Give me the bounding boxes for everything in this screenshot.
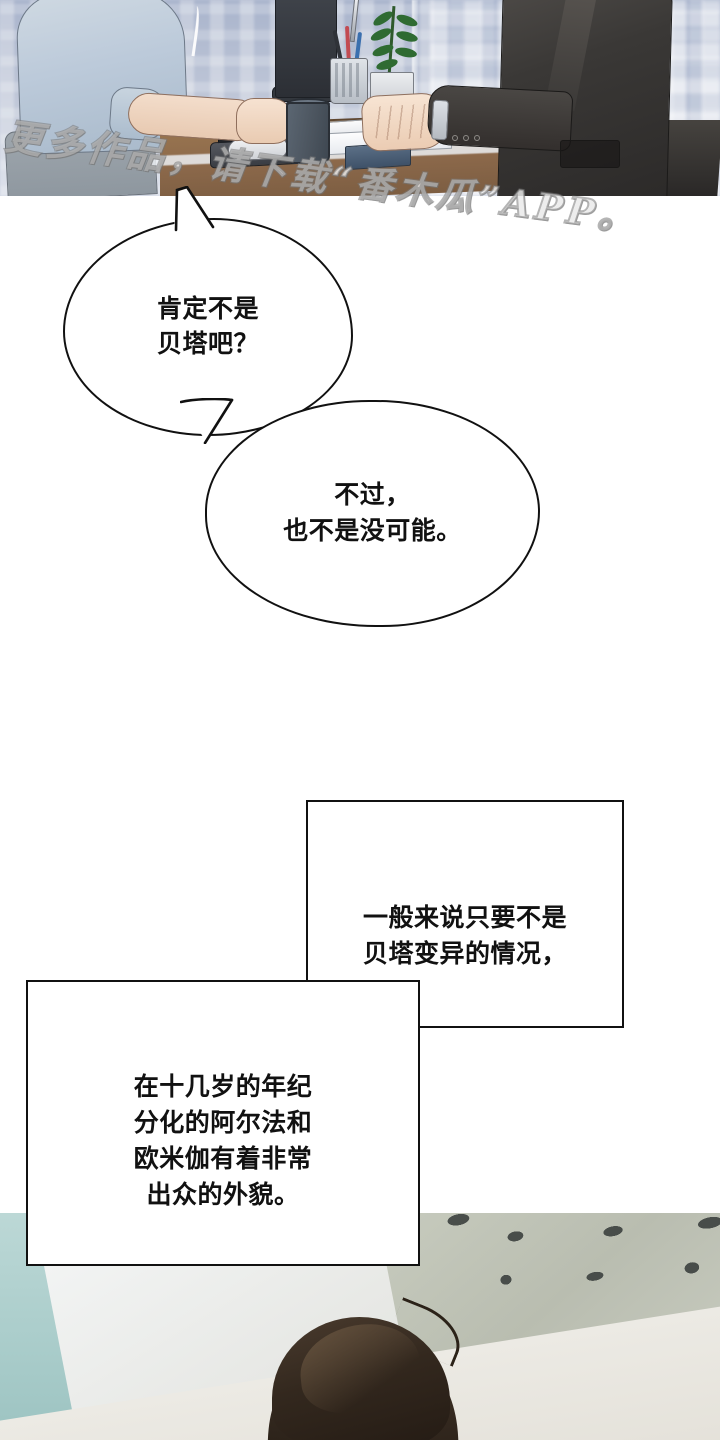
man-shirt-cuff	[430, 99, 450, 141]
panel-top-office-scene	[0, 0, 720, 196]
computer-monitor	[275, 0, 337, 98]
bubble-2-tail	[180, 398, 250, 444]
suit-pocket	[560, 140, 620, 168]
sleeve-buttons	[452, 128, 492, 141]
woman-hand	[236, 98, 294, 144]
caption-box-2-text: 在十几岁的年纪 分化的阿尔法和 欧米伽有着非常 出众的外貌。	[133, 1072, 313, 1210]
pen-holder	[330, 58, 368, 104]
man-suit-sleeve	[426, 84, 574, 152]
caption-box-1-text: 一般来说只要不是 贝塔变异的情况，	[362, 903, 567, 968]
caption-box-2: 在十几岁的年纪 分化的阿尔法和 欧米伽有着非常 出众的外貌。	[26, 980, 420, 1266]
speech-bubble-1-text: 肯定不是 贝塔吧？	[156, 294, 259, 359]
speech-bubble-2-text: 不过， 也不是没可能。	[283, 481, 462, 545]
speech-bubble-2: 不过， 也不是没可能。	[205, 400, 540, 627]
coffee-mug	[286, 102, 330, 164]
bubble-1-tail	[168, 186, 238, 234]
